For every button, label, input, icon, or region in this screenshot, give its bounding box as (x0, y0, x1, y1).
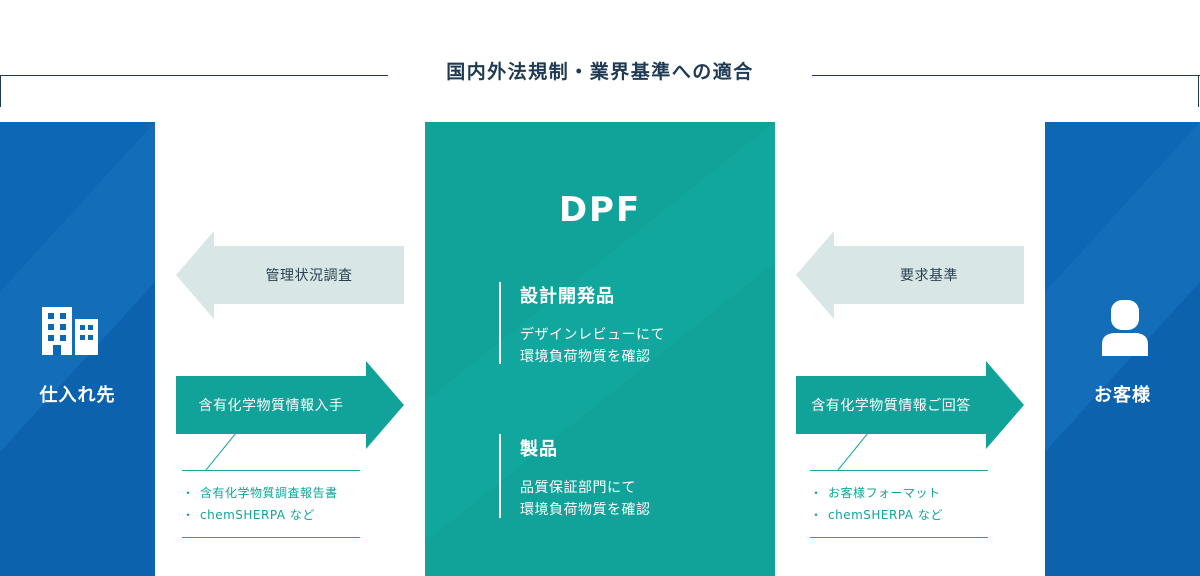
note-list-right: ・お客様フォーマット ・ chemSHERPA など (810, 482, 990, 526)
section-title-product: 製品 (520, 439, 558, 460)
note-item: ・ chemSHERPA など (182, 504, 362, 526)
note-item: ・含有化学物質調査報告書 (182, 482, 362, 504)
note-item: ・お客様フォーマット (810, 482, 990, 504)
section-desc-product-line2: 環境負荷物質を確認 (520, 502, 651, 518)
section-bar-product (499, 434, 501, 518)
bullet-icon: ・ (182, 508, 195, 522)
section-desc-design-line2: 環境負荷物質を確認 (520, 349, 651, 365)
note-list-left: ・含有化学物質調査報告書 ・ chemSHERPA など (182, 482, 362, 526)
arrow-answer: 含有化学物質情報ご回答 (796, 361, 1024, 449)
arrow-survey-shape (176, 231, 404, 319)
scope-title: 国内外法規制・業界基準への適合 (446, 61, 754, 83)
note-divider-right-bottom (810, 537, 988, 538)
section-desc-design: デザインレビューにて 環境負荷物質を確認 (520, 324, 665, 368)
section-bar-design (499, 282, 501, 364)
dpf-shade (425, 122, 775, 542)
section-desc-product-line1: 品質保証部門にて (520, 480, 636, 496)
arrow-obtain: 含有化学物質情報入手 (176, 361, 404, 449)
bracket-line-right (812, 75, 1200, 76)
note-item-text: お客様フォーマット (828, 486, 941, 500)
arrow-answer-shape (796, 361, 1024, 449)
dpf-title: DPF (558, 190, 642, 230)
note-divider-left-bottom (182, 537, 360, 538)
bracket-tick-right (1198, 75, 1199, 107)
dpf-box: DPF 設計開発品 デザインレビューにて 環境負荷物質を確認 製品 品質保証部門… (425, 122, 775, 576)
arrow-requirements-label: 要求基準 (900, 268, 958, 284)
note-divider-right-top (810, 470, 988, 471)
arrow-requirements: 要求基準 (796, 231, 1024, 319)
note-divider-left-top (182, 470, 360, 471)
section-desc-product: 品質保証部門にて 環境負荷物質を確認 (520, 477, 651, 521)
section-desc-design-line1: デザインレビューにて (520, 327, 665, 343)
customer-label: お客様 (1094, 385, 1151, 406)
arrow-answer-label: 含有化学物質情報ご回答 (811, 398, 971, 414)
arrow-obtain-label: 含有化学物質情報入手 (198, 398, 344, 414)
arrow-survey-label: 管理状況調査 (265, 268, 353, 284)
bracket-tick-left (0, 75, 1, 107)
note-item: ・ chemSHERPA など (810, 504, 990, 526)
note-pointer-left (205, 433, 237, 471)
note-item-text: 含有化学物質調査報告書 (200, 486, 338, 500)
note-item-text: chemSHERPA など (200, 508, 315, 522)
section-title-design: 設計開発品 (520, 286, 615, 307)
supplier-column: 仕入れ先 (0, 122, 155, 576)
arrow-obtain-shape (176, 361, 404, 449)
bracket-line-left (0, 75, 388, 76)
building-icon (42, 307, 98, 355)
bullet-icon: ・ (810, 486, 823, 500)
customer-column: お客様 (1045, 122, 1200, 576)
arrow-requirements-shape (796, 231, 1024, 319)
note-item-text: chemSHERPA など (828, 508, 943, 522)
bullet-icon: ・ (182, 486, 195, 500)
supplier-shade (0, 122, 155, 576)
person-icon (1102, 300, 1148, 356)
customer-shade (1045, 122, 1200, 576)
supplier-label: 仕入れ先 (39, 385, 116, 406)
bullet-icon: ・ (810, 508, 823, 522)
arrow-survey: 管理状況調査 (176, 231, 404, 319)
note-pointer-right (837, 433, 869, 471)
